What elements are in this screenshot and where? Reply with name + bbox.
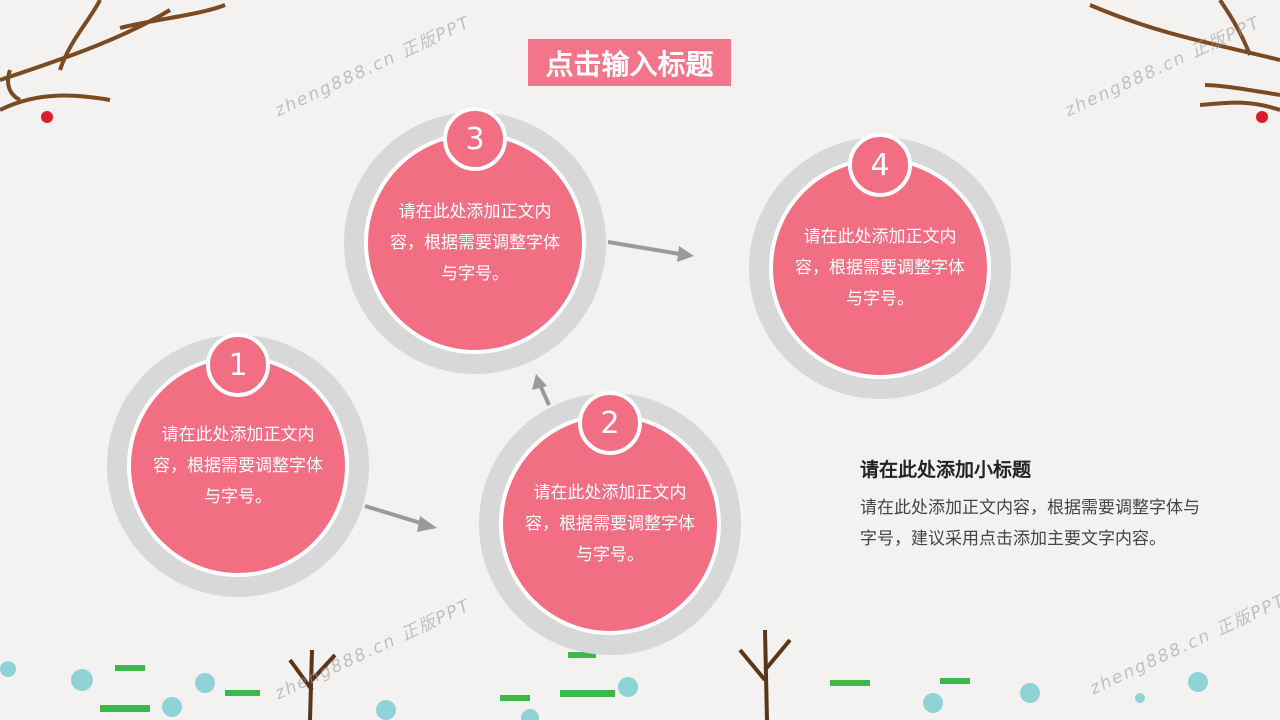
arrows bbox=[364, 240, 694, 532]
step-number: 3 bbox=[443, 107, 507, 171]
step-circle-2: 请在此处添加正文内容，根据需要调整字体与字号。 2 bbox=[479, 391, 741, 655]
step-circle-3: 请在此处添加正文内容，根据需要调整字体与字号。 3 bbox=[344, 107, 606, 374]
bow-icon bbox=[41, 111, 1268, 123]
step-number: 1 bbox=[206, 333, 270, 397]
branch-top-right bbox=[1089, 0, 1280, 112]
step-circle-1: 请在此处添加正文内容，根据需要调整字体与字号。 1 bbox=[107, 333, 369, 597]
step-text[interactable]: 请在此处添加正文内容，根据需要调整字体与字号。 bbox=[364, 132, 586, 354]
bushes bbox=[100, 652, 970, 712]
branch-top-left bbox=[0, 0, 226, 112]
body-text[interactable]: 请在此处添加正文内容，根据需要调整字体与字号，建议采用点击添加主要文字内容。 bbox=[860, 498, 1200, 549]
subtitle[interactable]: 请在此处添加小标题 bbox=[860, 459, 1032, 481]
step-number: 4 bbox=[848, 133, 912, 197]
snow-dots bbox=[0, 661, 1208, 720]
step-circle-4: 请在此处添加正文内容，根据需要调整字体与字号。 4 bbox=[749, 133, 1011, 399]
page-title[interactable]: 点击输入标题 bbox=[528, 39, 731, 86]
trees bbox=[288, 629, 792, 720]
step-number: 2 bbox=[578, 391, 642, 455]
